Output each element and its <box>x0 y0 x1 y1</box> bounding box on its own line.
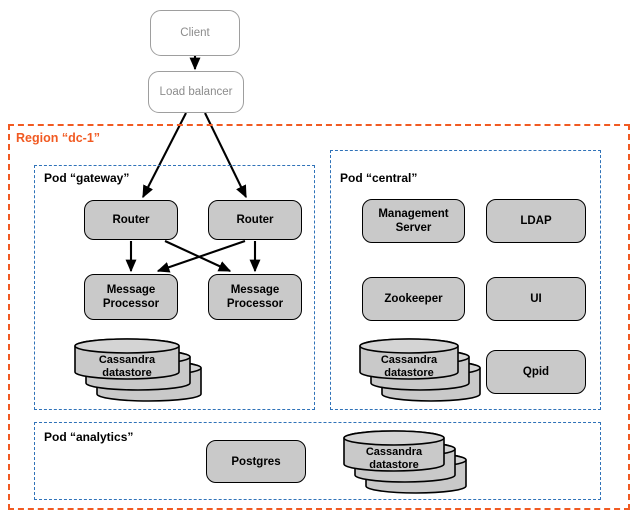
node-qpid-label: Qpid <box>522 366 550 378</box>
region-box <box>8 124 630 510</box>
node-postgres-label: Postgres <box>231 455 281 468</box>
node-client-label: Client <box>180 27 210 39</box>
node-mp-2[interactable]: Message Processor <box>208 274 302 320</box>
pod-central <box>330 150 601 410</box>
pod-central-label: Pod “central” <box>340 171 418 185</box>
node-router-2-label: Router <box>236 214 274 226</box>
node-postgres[interactable]: Postgres <box>206 440 306 483</box>
datastore-cassandra-gateway[interactable]: Cassandra datastore <box>74 338 202 402</box>
node-client[interactable]: Client <box>150 10 240 56</box>
node-ui[interactable]: UI <box>486 277 586 321</box>
pod-analytics <box>34 422 601 500</box>
node-mp-1[interactable]: Message Processor <box>84 274 178 320</box>
pod-gateway-label: Pod “gateway” <box>44 171 130 185</box>
datastore-cassandra-analytics[interactable]: Cassandra datastore <box>343 430 467 494</box>
node-ui-label: UI <box>530 293 542 305</box>
node-zookeeper[interactable]: Zookeeper <box>362 277 465 321</box>
node-mp-2-label: Message Processor <box>226 284 284 310</box>
node-zookeeper-label: Zookeeper <box>384 293 443 305</box>
region-label: Region “dc-1” <box>16 131 101 145</box>
node-router-1-label: Router <box>112 214 150 226</box>
node-management-server[interactable]: Management Server <box>362 199 465 243</box>
node-mp-1-label: Message Processor <box>102 284 160 310</box>
pod-analytics-label: Pod “analytics” <box>44 430 134 444</box>
node-router-1[interactable]: Router <box>84 200 178 240</box>
node-load-balancer-label: Load balancer <box>159 86 233 98</box>
node-router-2[interactable]: Router <box>208 200 302 240</box>
datastore-cassandra-central[interactable]: Cassandra datastore <box>359 338 481 402</box>
node-management-server-label: Management Server <box>378 208 449 234</box>
node-ldap[interactable]: LDAP <box>486 199 586 243</box>
node-load-balancer[interactable]: Load balancer <box>148 71 244 113</box>
node-qpid[interactable]: Qpid <box>486 350 586 394</box>
node-ldap-label: LDAP <box>520 215 552 227</box>
